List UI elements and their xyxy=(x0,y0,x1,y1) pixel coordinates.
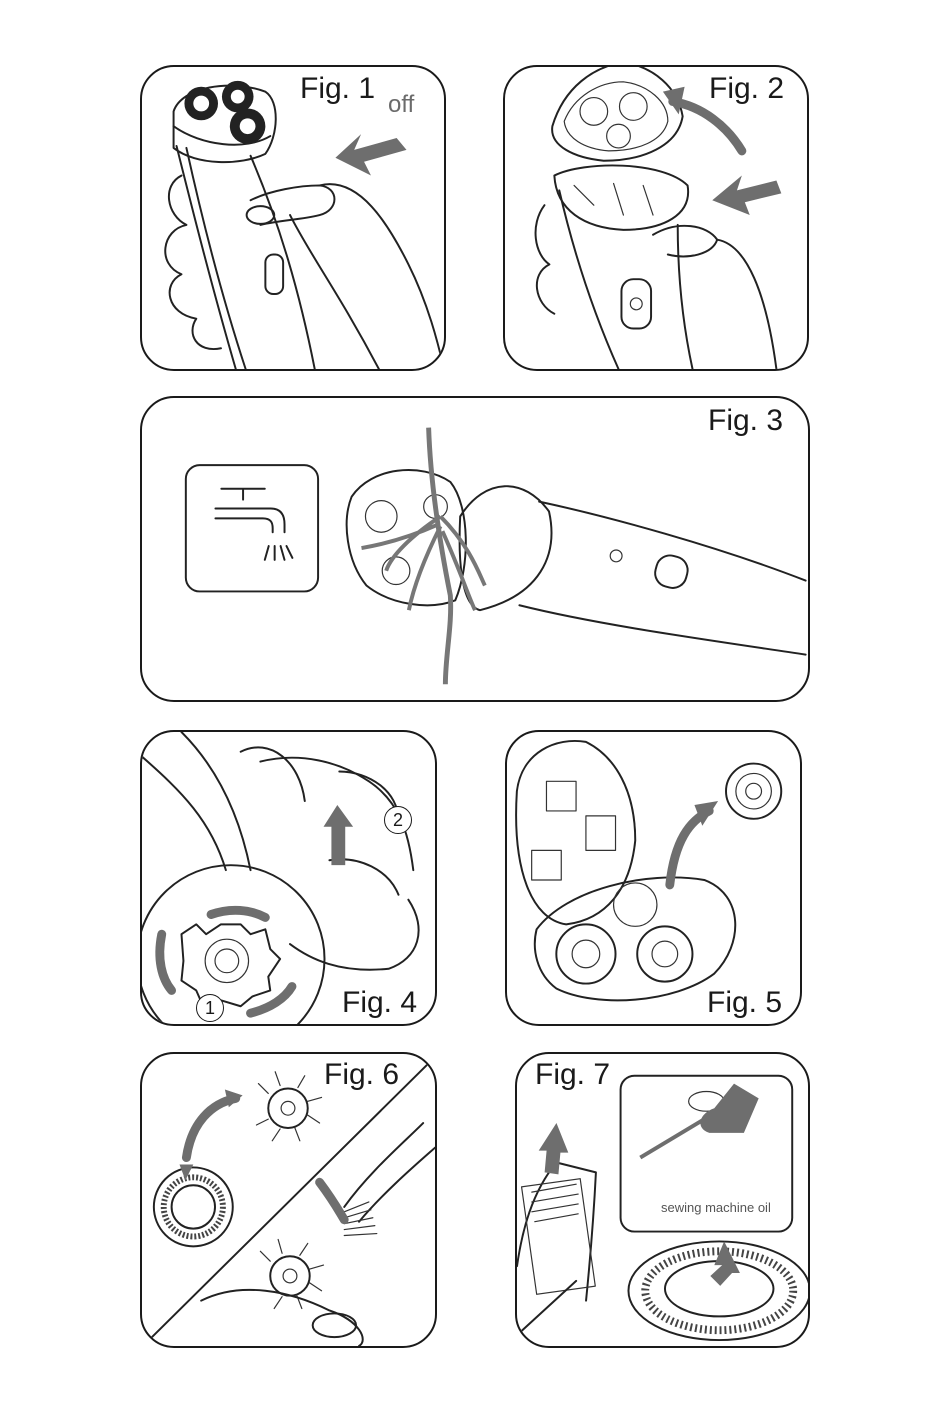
fig7-label: Fig. 7 xyxy=(535,1058,610,1092)
fig1-label: Fig. 1 xyxy=(300,72,375,106)
fig6-illustration xyxy=(142,1054,435,1346)
fig3-illustration xyxy=(142,398,808,700)
fig5-illustration xyxy=(507,732,800,1024)
power-icon xyxy=(610,550,622,562)
fig2-panel: Fig. 2 xyxy=(503,65,809,371)
arrow-icon xyxy=(712,176,781,215)
fig7-panel: Fig. 7 sewing machine oil xyxy=(515,1052,810,1348)
fig4-panel: 2 1 Fig. 4 xyxy=(140,730,437,1026)
arrow-icon xyxy=(710,1241,740,1285)
fig2-label: Fig. 2 xyxy=(709,72,784,106)
oil-bottle-icon xyxy=(640,1084,758,1158)
step-2-marker: 2 xyxy=(384,806,412,834)
fig2-illustration xyxy=(505,67,807,369)
fig4-illustration xyxy=(142,732,435,1024)
fig4-label: Fig. 4 xyxy=(342,986,417,1020)
fig6-label: Fig. 6 xyxy=(324,1058,399,1092)
fig1-panel: Fig. 1 off xyxy=(140,65,446,371)
arrow-icon xyxy=(539,1123,569,1174)
fig3-panel: Fig. 3 xyxy=(140,396,810,702)
fig5-label: Fig. 5 xyxy=(707,986,782,1020)
fig3-label: Fig. 3 xyxy=(708,404,783,438)
faucet-icon xyxy=(215,489,292,560)
fig5-panel: Fig. 5 xyxy=(505,730,802,1026)
arrow-icon xyxy=(324,805,354,865)
fig6-panel: Fig. 6 xyxy=(140,1052,437,1348)
arrow-icon xyxy=(335,134,406,175)
power-icon xyxy=(630,298,642,310)
off-label: off xyxy=(388,91,414,119)
oil-label: sewing machine oil xyxy=(661,1200,771,1215)
step-1-marker: 1 xyxy=(196,994,224,1022)
